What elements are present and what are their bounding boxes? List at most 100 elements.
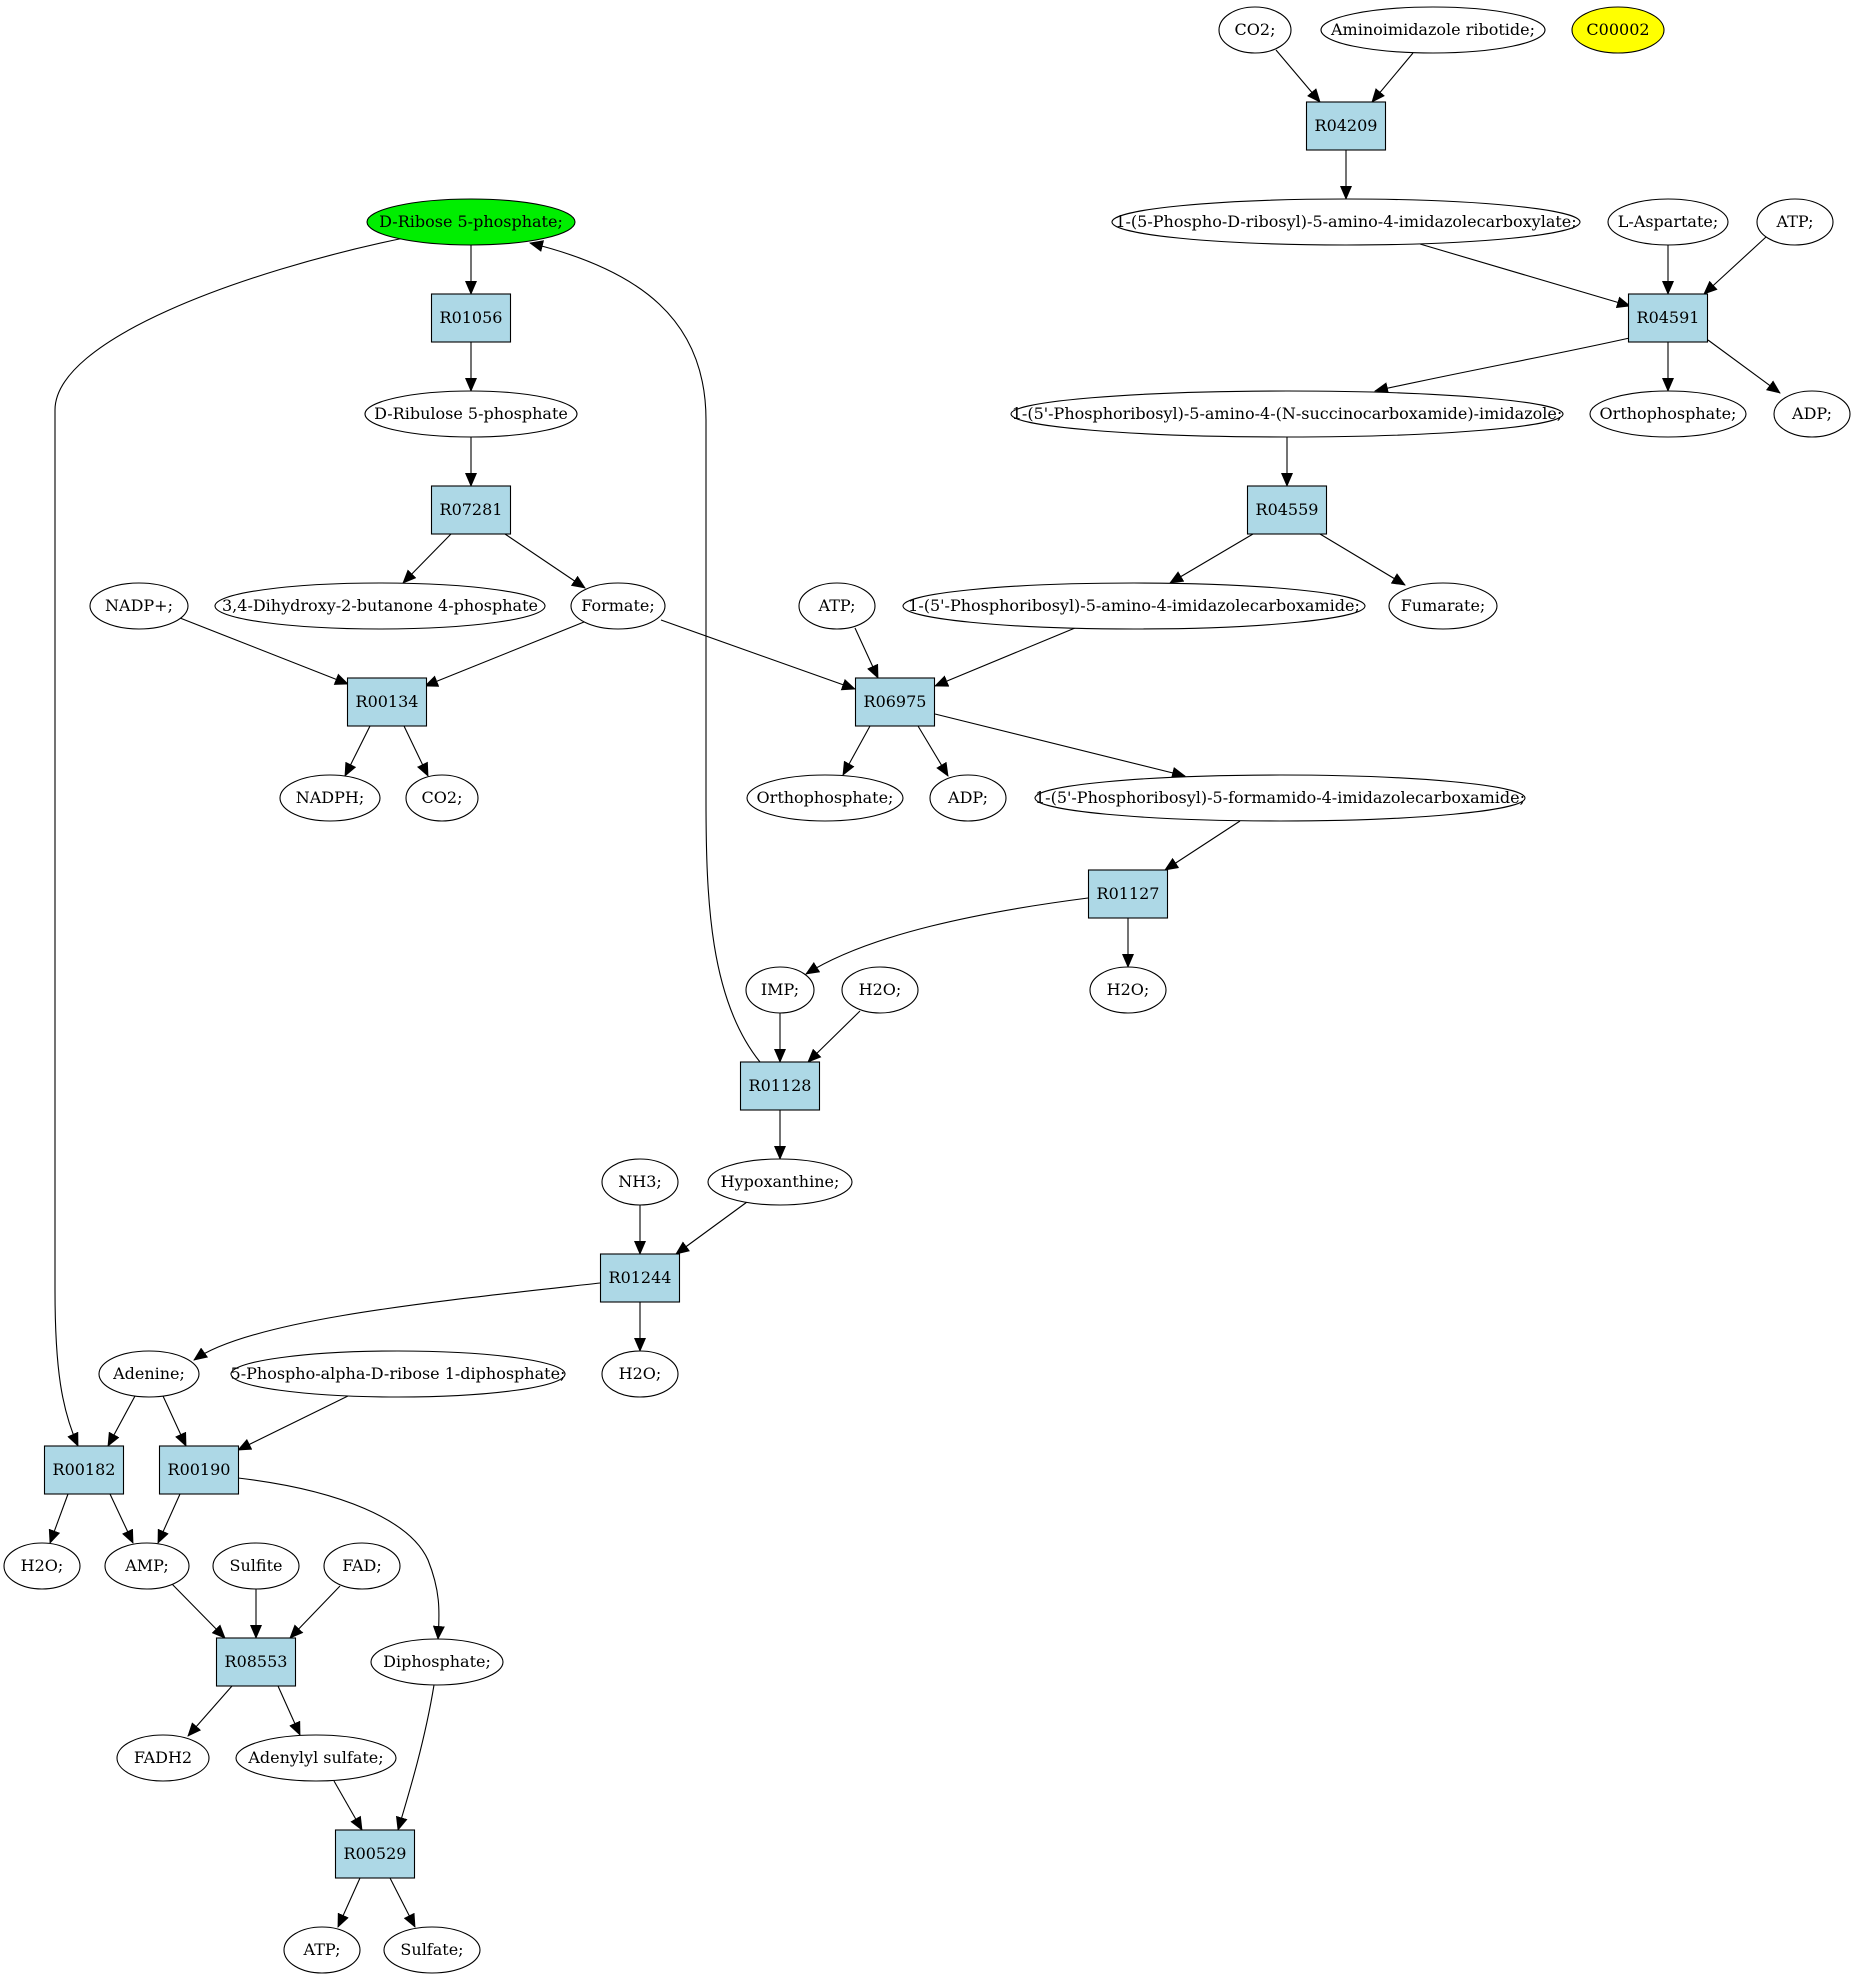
edge-r04559-to-aica — [1169, 533, 1254, 584]
compound-ellipse — [1773, 390, 1851, 438]
compound-node-prpp[interactable]: 5-Phospho-alpha-D-ribose 1-diphosphate; — [230, 1350, 566, 1398]
compound-ellipse — [1111, 198, 1581, 246]
reaction-box — [215, 1637, 297, 1687]
compound-node-orthophosphate-mid[interactable]: Orthophosphate; — [746, 774, 904, 822]
edge-r00182-to-h2o — [48, 1493, 69, 1544]
compound-node-formamido[interactable]: 1-(5'-Phosphoribosyl)-5-formamido-4-imid… — [1034, 774, 1526, 822]
compound-node-fumarate[interactable]: Fumarate; — [1388, 582, 1498, 630]
compound-label: 1-(5'-Phosphoribosyl)-5-amino-4-imidazol… — [908, 596, 1360, 615]
reaction-node-r00529[interactable]: R00529 — [334, 1829, 416, 1879]
compound-node-ribose5p[interactable]: D-Ribose 5-phosphate; — [366, 198, 576, 246]
edge-formate-to-r06975 — [660, 619, 856, 691]
compound-node-atp-r06975[interactable]: ATP; — [798, 582, 876, 630]
reaction-node-r07281[interactable]: R07281 — [430, 485, 512, 535]
reaction-node-r01244[interactable]: R01244 — [599, 1253, 681, 1303]
compound-node-adenylyl-sulfate[interactable]: Adenylyl sulfate; — [235, 1734, 397, 1782]
compound-node-co2-top[interactable]: CO2; — [1218, 6, 1292, 54]
compound-ellipse — [98, 1350, 200, 1398]
compound-label: H2O; — [21, 1556, 64, 1575]
reaction-node-r01128[interactable]: R01128 — [739, 1061, 821, 1111]
compound-node-fadh2[interactable]: FADH2 — [116, 1734, 210, 1782]
compound-node-c00002[interactable]: C00002 — [1571, 6, 1665, 54]
compound-node-atp-bottom[interactable]: ATP; — [283, 1926, 361, 1974]
compound-node-nadph[interactable]: NADPH; — [279, 774, 381, 822]
compound-ellipse — [902, 582, 1366, 630]
compound-node-h2o-r01244[interactable]: H2O; — [601, 1350, 679, 1398]
compound-label: ATP; — [818, 596, 856, 615]
compound-node-adp-mid[interactable]: ADP; — [929, 774, 1007, 822]
reaction-node-r00182[interactable]: R00182 — [43, 1445, 125, 1495]
compound-label: Sulfate; — [400, 1940, 463, 1959]
compound-label: Aminoimidazole ribotide; — [1330, 20, 1535, 39]
reaction-node-r00134[interactable]: R00134 — [346, 677, 428, 727]
compound-ellipse — [1089, 966, 1167, 1014]
reaction-label: R01056 — [440, 308, 503, 327]
reaction-node-r06975[interactable]: R06975 — [854, 677, 936, 727]
reaction-label: R00134 — [356, 692, 419, 711]
compound-node-aica-carboxamide[interactable]: 1-(5'-Phosphoribosyl)-5-amino-4-imidazol… — [902, 582, 1366, 630]
compound-ellipse — [279, 774, 381, 822]
compound-label: D-Ribulose 5-phosphate — [374, 404, 568, 423]
compound-ellipse — [1571, 6, 1665, 54]
compound-node-nh3[interactable]: NH3; — [601, 1158, 679, 1206]
reaction-node-r04591[interactable]: R04591 — [1627, 293, 1709, 343]
compound-node-formate[interactable]: Formate; — [570, 582, 666, 630]
compound-label: D-Ribose 5-phosphate; — [379, 212, 563, 231]
compound-ellipse — [601, 1158, 679, 1206]
reaction-label: R07281 — [440, 500, 503, 519]
edge-formamido-to-r01127 — [1164, 820, 1241, 871]
compound-ellipse — [366, 198, 576, 246]
compound-node-adenine[interactable]: Adenine; — [98, 1350, 200, 1398]
compound-ellipse — [405, 774, 479, 822]
compound-label: 5-Phospho-alpha-D-ribose 1-diphosphate; — [231, 1364, 566, 1383]
compound-node-h2o-r01128[interactable]: H2O; — [841, 966, 919, 1014]
compound-node-succinocarboxamide[interactable]: 1-(5'-Phosphoribosyl)-5-amino-4-(N-succi… — [1010, 390, 1564, 438]
reaction-box — [1246, 485, 1328, 535]
reaction-label: R00190 — [168, 1460, 231, 1479]
reaction-node-r01127[interactable]: R01127 — [1087, 869, 1169, 919]
compound-label: Adenylyl sulfate; — [247, 1748, 383, 1767]
compound-node-sulfate[interactable]: Sulfate; — [383, 1926, 481, 1974]
compound-node-hypoxanthine[interactable]: Hypoxanthine; — [707, 1158, 853, 1206]
compound-node-dihydroxybutanone[interactable]: 3,4-Dihydroxy-2-butanone 4-phosphate — [214, 582, 546, 630]
compound-ellipse — [1388, 582, 1498, 630]
edge-r07281-to-formate — [504, 533, 586, 589]
reaction-node-r01056[interactable]: R01056 — [430, 293, 512, 343]
reaction-label: R01127 — [1097, 884, 1160, 903]
compound-node-diphosphate[interactable]: Diphosphate; — [370, 1638, 504, 1686]
compound-node-nadp[interactable]: NADP+; — [89, 582, 189, 630]
compound-node-sulfite[interactable]: Sulfite — [212, 1542, 300, 1590]
compound-node-h2o-r01127[interactable]: H2O; — [1089, 966, 1167, 1014]
compound-label: H2O; — [1107, 980, 1150, 999]
reaction-node-r08553[interactable]: R08553 — [215, 1637, 297, 1687]
compound-node-phospho-carboxylate[interactable]: 1-(5-Phospho-D-ribosyl)-5-amino-4-imidaz… — [1111, 198, 1581, 246]
compound-node-imp[interactable]: IMP; — [745, 966, 815, 1014]
compound-ellipse — [89, 582, 189, 630]
reaction-node-r04209[interactable]: R04209 — [1305, 101, 1387, 151]
edge-formate-to-r00134 — [424, 621, 585, 687]
compound-node-h2o-r00182[interactable]: H2O; — [3, 1542, 81, 1590]
compound-node-atp-r04591[interactable]: ATP; — [1756, 198, 1834, 246]
reaction-label: R01128 — [749, 1076, 812, 1095]
compound-node-aspartate[interactable]: L-Aspartate; — [1607, 198, 1729, 246]
compound-ellipse — [1589, 390, 1747, 438]
reaction-box — [158, 1445, 240, 1495]
compound-ellipse — [798, 582, 876, 630]
compound-ellipse — [364, 390, 578, 438]
compound-node-amp[interactable]: AMP; — [104, 1542, 190, 1590]
compound-node-co2-mid[interactable]: CO2; — [405, 774, 479, 822]
compound-node-adp-top[interactable]: ADP; — [1773, 390, 1851, 438]
reaction-label: R04591 — [1637, 308, 1700, 327]
edge-aica-to-r06975 — [934, 627, 1076, 687]
compound-label: NH3; — [618, 1172, 662, 1191]
compound-node-fad[interactable]: FAD; — [323, 1542, 401, 1590]
compound-node-aminoimidazole[interactable]: Aminoimidazole ribotide; — [1320, 6, 1546, 54]
reaction-node-r00190[interactable]: R00190 — [158, 1445, 240, 1495]
edge-adenylyl-sulfate-to-r00529 — [333, 1780, 363, 1831]
compound-label: FAD; — [342, 1556, 381, 1575]
compound-node-orthophosphate-top[interactable]: Orthophosphate; — [1589, 390, 1747, 438]
reaction-node-r04559[interactable]: R04559 — [1246, 485, 1328, 535]
compound-node-ribulose5p[interactable]: D-Ribulose 5-phosphate — [364, 390, 578, 438]
compound-ellipse — [116, 1734, 210, 1782]
edge-co2-to-r04209 — [1275, 49, 1321, 103]
